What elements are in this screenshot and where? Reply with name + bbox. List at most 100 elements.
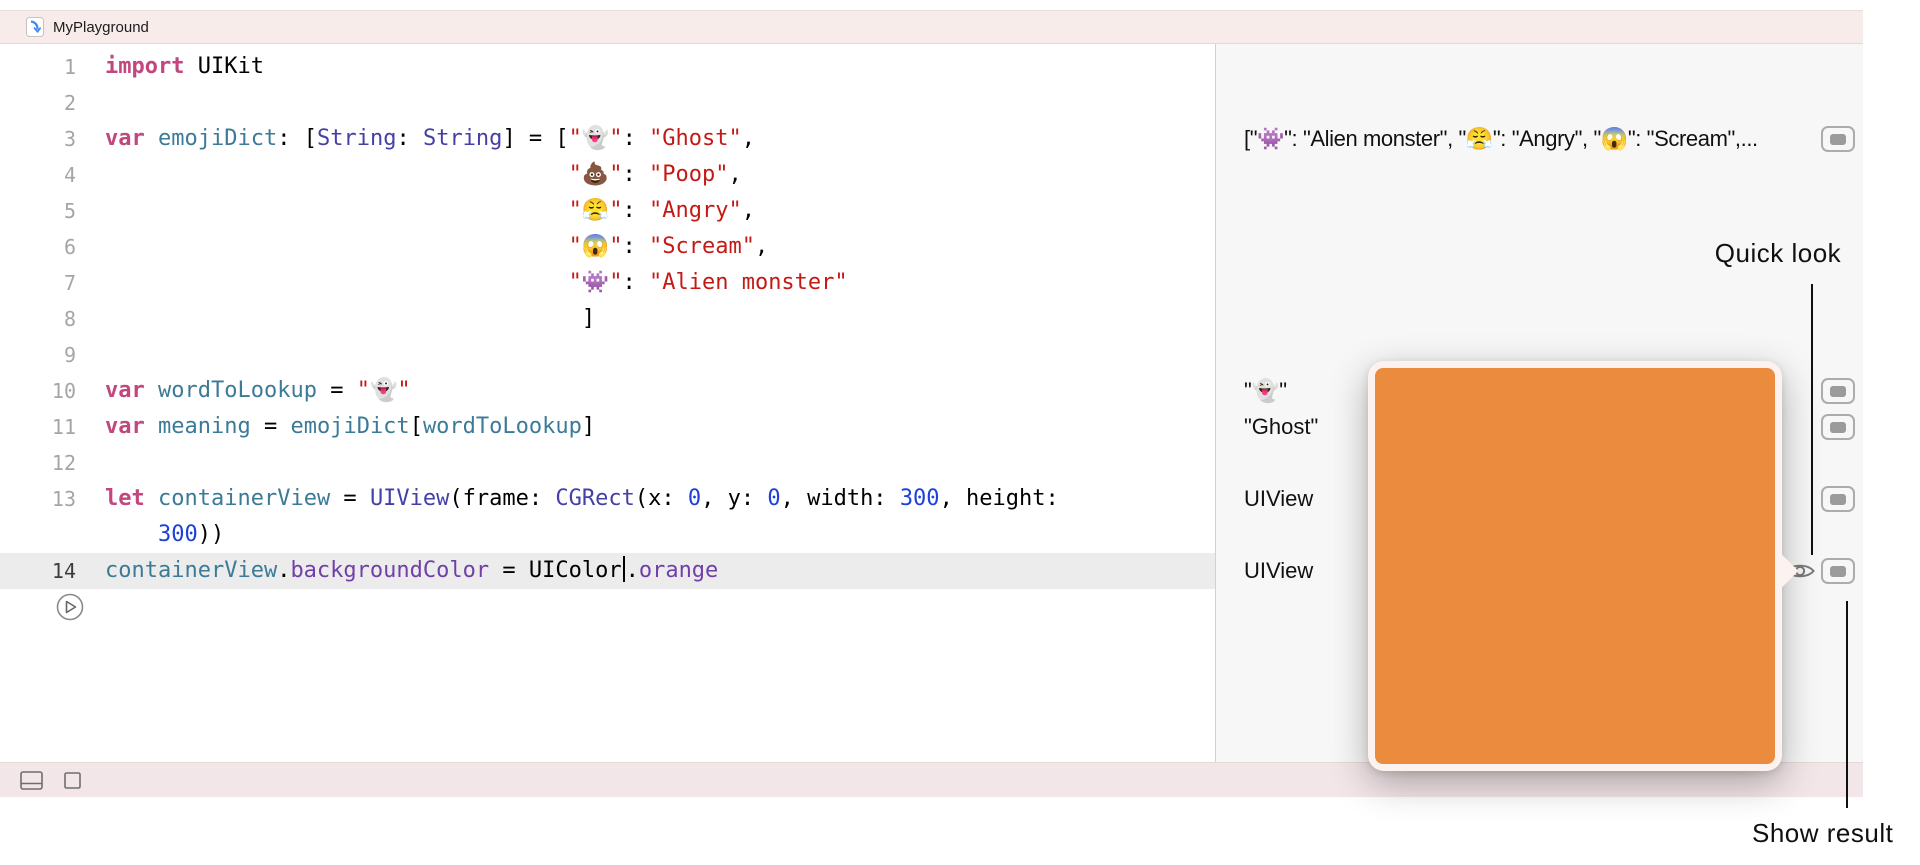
result-row-line-3[interactable]: ["👾": "Alien monster", "😤": "Angry", "😱"… [1216,123,1863,155]
code-token: . [625,558,639,583]
current-line-highlight [0,553,1215,589]
code-token: (x: [634,486,688,511]
code-token: , width: [780,486,900,511]
code-token [105,162,569,187]
code-token: wordToLookup [158,378,317,403]
code-token: String [422,126,503,151]
code-token: , [728,162,742,187]
code-line-6[interactable]: "😱": "Scream", [105,229,1059,265]
toggle-debug-area-icon[interactable] [20,770,43,790]
code-line-8[interactable]: ] [105,301,1059,337]
code-token: : [ [277,126,317,151]
code-token: , [754,234,769,259]
code-token: ] [105,306,596,331]
code-token: ] = [ [502,126,569,151]
code-token: containerView [105,558,278,583]
code-token: var [105,378,145,403]
code-token: UIView [369,486,450,511]
code-token [145,126,158,151]
code-token: "Scream" [648,234,755,259]
result-row-line-11[interactable]: "Ghost" [1216,411,1863,443]
code-line-5[interactable]: "😤": "Angry", [105,193,1059,229]
code-line-13[interactable]: let containerView = UIView(frame: CGRect… [105,481,1059,517]
code-line-10[interactable]: var wordToLookup = "👻" [105,373,1059,409]
code-token [145,378,158,403]
code-token: emojiDict [290,414,410,439]
code-token: : [622,126,650,151]
code-token: String [316,126,397,151]
code-line-3[interactable]: var emojiDict: [String: String] = ["👻": … [105,121,1059,157]
result-row-line-10[interactable]: "👻" [1216,375,1863,407]
code-line-11[interactable]: var meaning = emojiDict[wordToLookup] [105,409,1059,445]
editor-only-icon[interactable] [64,771,81,789]
code-token [145,486,158,511]
code-token: , height: [939,486,1059,511]
code-token: = [316,378,357,403]
show-result-icon[interactable] [1821,414,1855,440]
line-number: 2 [63,91,76,115]
code-token: (frame: [449,486,556,511]
code-line-2[interactable] [105,85,1059,121]
line-number: 3 [63,127,76,151]
code-token: emojiDict [158,126,278,151]
show-result-icon-fill [1830,493,1846,505]
code-line-wrap[interactable]: 300)) [105,517,1059,553]
show-result-annotation: Show result [1752,818,1894,848]
code-token: meaning [158,414,251,439]
result-value: "Ghost" [1244,414,1319,439]
result-value: "👻" [1244,378,1288,403]
code-token: orange [638,558,719,583]
code-token [105,270,569,295]
show-result-icon[interactable] [1821,378,1855,404]
line-number: 7 [63,271,76,295]
code-token: : [622,234,649,259]
show-result-icon[interactable] [1821,558,1855,584]
code-token: = UIColor [489,558,622,583]
code-line-9[interactable] [105,337,1059,373]
code-token [105,522,158,547]
code-line-4[interactable]: "💩": "Poop", [105,157,1059,193]
code-token: , [741,198,755,223]
code-token: : [622,198,649,223]
code-token: let [105,486,145,511]
line-number: 4 [63,163,76,187]
code-token: "Ghost" [649,126,742,151]
result-row-line-13[interactable]: UIView [1216,483,1863,515]
code-token: CGRect [555,486,635,511]
code-token: , [741,126,756,151]
line-number: 13 [51,487,76,511]
show-result-pointer-line [1846,601,1848,808]
line-number: 14 [51,559,76,583]
line-number: 10 [51,379,76,403]
run-button[interactable] [56,593,84,621]
code-line-12[interactable] [105,445,1059,481]
code-token: "Angry" [648,198,742,223]
code-token: "👻" [356,378,411,403]
line-number [0,517,76,553]
code-line-7[interactable]: "👾": "Alien monster" [105,265,1059,301]
code-token: : [622,270,649,295]
quick-look-pointer-line [1811,284,1813,555]
result-value: UIView [1244,558,1314,583]
quick-look-annotation: Quick look [1714,238,1842,268]
window-title[interactable]: MyPlayground [53,18,149,36]
code-token: wordToLookup [422,414,582,439]
line-number: 12 [51,451,76,475]
code-token: "Alien monster" [648,270,848,295]
code-token: , y: [701,486,768,511]
code-line-14[interactable]: containerView.backgroundColor = UIColor.… [105,553,1059,589]
show-result-icon[interactable] [1821,126,1855,152]
code-token: = [250,414,291,439]
code-token: ] [581,414,596,439]
code-line-1[interactable]: import UIKit [105,49,1059,85]
show-result-icon-fill [1830,133,1846,145]
code-token: UIKit [184,54,264,79]
show-result-icon[interactable] [1821,486,1855,512]
code-token: 0 [767,486,781,511]
playground-file-icon [26,17,44,37]
code-token: "👻" [568,126,623,151]
quick-look-popover [1368,361,1799,771]
